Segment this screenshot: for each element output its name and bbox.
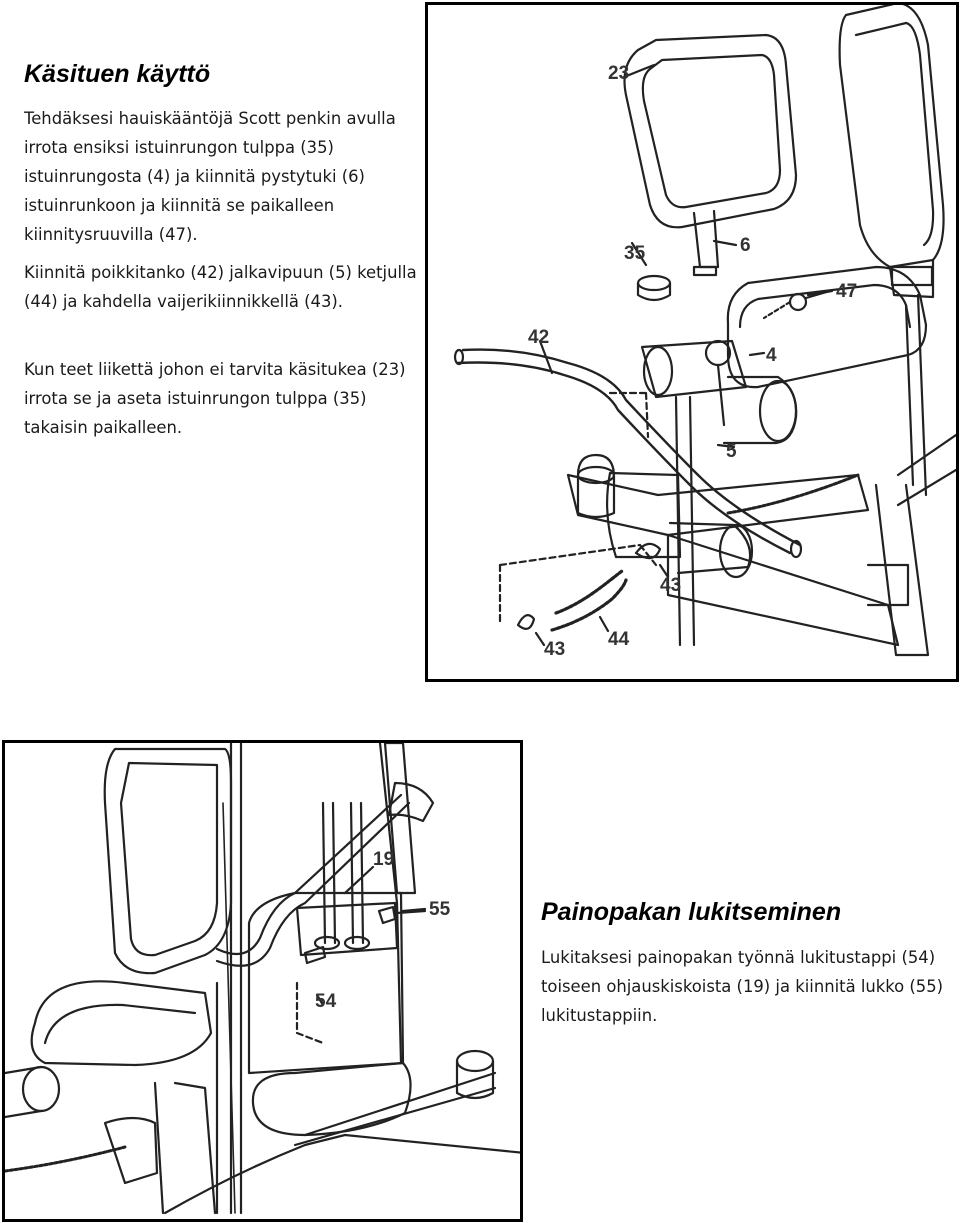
- callout-23: 23: [608, 63, 629, 84]
- callout-6: 6: [740, 235, 751, 256]
- paragraph-weight-lock: Lukitaksesi painopakan työnnä lukitustap…: [541, 948, 944, 1025]
- paragraph-arm-support-attach: Tehdäksesi hauiskääntöjä Scott penkin av…: [24, 109, 396, 244]
- callout-5: 5: [726, 441, 737, 462]
- paragraph-crossbar-attach: Kiinnitä poikkitanko (42) jalkavipuun (5…: [24, 263, 417, 311]
- callout-54: 54: [315, 991, 337, 1012]
- section-title-weight-lock: Painopakan lukitseminen: [541, 898, 842, 926]
- callout-35: 35: [624, 243, 646, 264]
- arm-support-illustration: 23 35 6 47 42 4 5 43 43 44: [453, 5, 956, 660]
- callout-55: 55: [429, 899, 451, 920]
- weight-lock-illustration: 19 55 54: [5, 743, 520, 1215]
- callout-44: 44: [608, 629, 630, 650]
- assembly-diagram-weight-lock: 19 55 54: [2, 740, 523, 1222]
- callout-19: 19: [373, 849, 394, 870]
- callout-42: 42: [528, 327, 549, 348]
- callout-47: 47: [836, 281, 857, 302]
- callout-4: 4: [766, 345, 777, 366]
- section-title-arm-support: Käsituen käyttö: [24, 60, 211, 88]
- callout-43-lower: 43: [544, 639, 565, 660]
- paragraph-arm-support-remove: Kun teet liikettä johon ei tarvita käsit…: [24, 360, 406, 437]
- callout-43-upper: 43: [660, 575, 681, 596]
- assembly-diagram-arm-support: 23 35 6 47 42 4 5 43 43 44: [425, 2, 959, 682]
